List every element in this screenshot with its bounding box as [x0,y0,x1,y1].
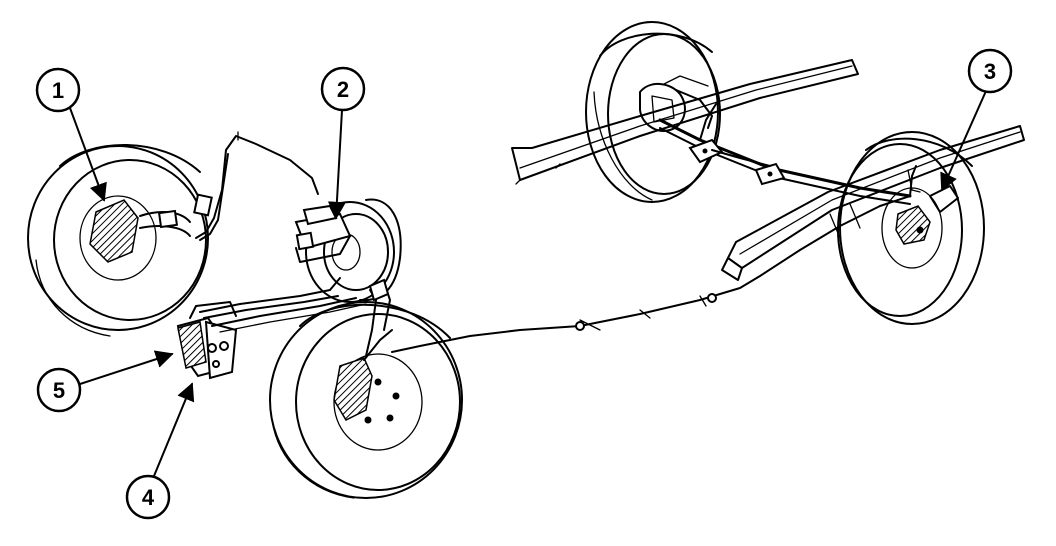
callout-3-leader [940,90,987,192]
brake-lines [193,103,917,357]
callout-3-label: 3 [984,59,996,84]
master-cylinder [294,204,352,263]
callout-1: 1 [35,67,107,202]
callout-1-leader [69,107,107,202]
callout-1-label: 1 [52,78,64,103]
front-left-wheel [27,144,209,337]
front-right-wheel [269,301,463,499]
callout-2-label: 2 [337,77,349,102]
callout-5-leader [79,350,174,385]
callout-2: 2 [320,66,366,220]
callout-5: 5 [36,350,174,413]
callout-3: 3 [940,48,1013,192]
hydraulic-control-unit [176,301,238,380]
rear-near-wheel [837,131,985,325]
rear-frame [511,59,1025,281]
callout-5-label: 5 [53,378,65,403]
callout-2-leader [327,109,346,220]
callout-4-label: 4 [142,485,155,510]
callout-4: 4 [125,382,195,520]
callout-4-leader [153,382,195,477]
